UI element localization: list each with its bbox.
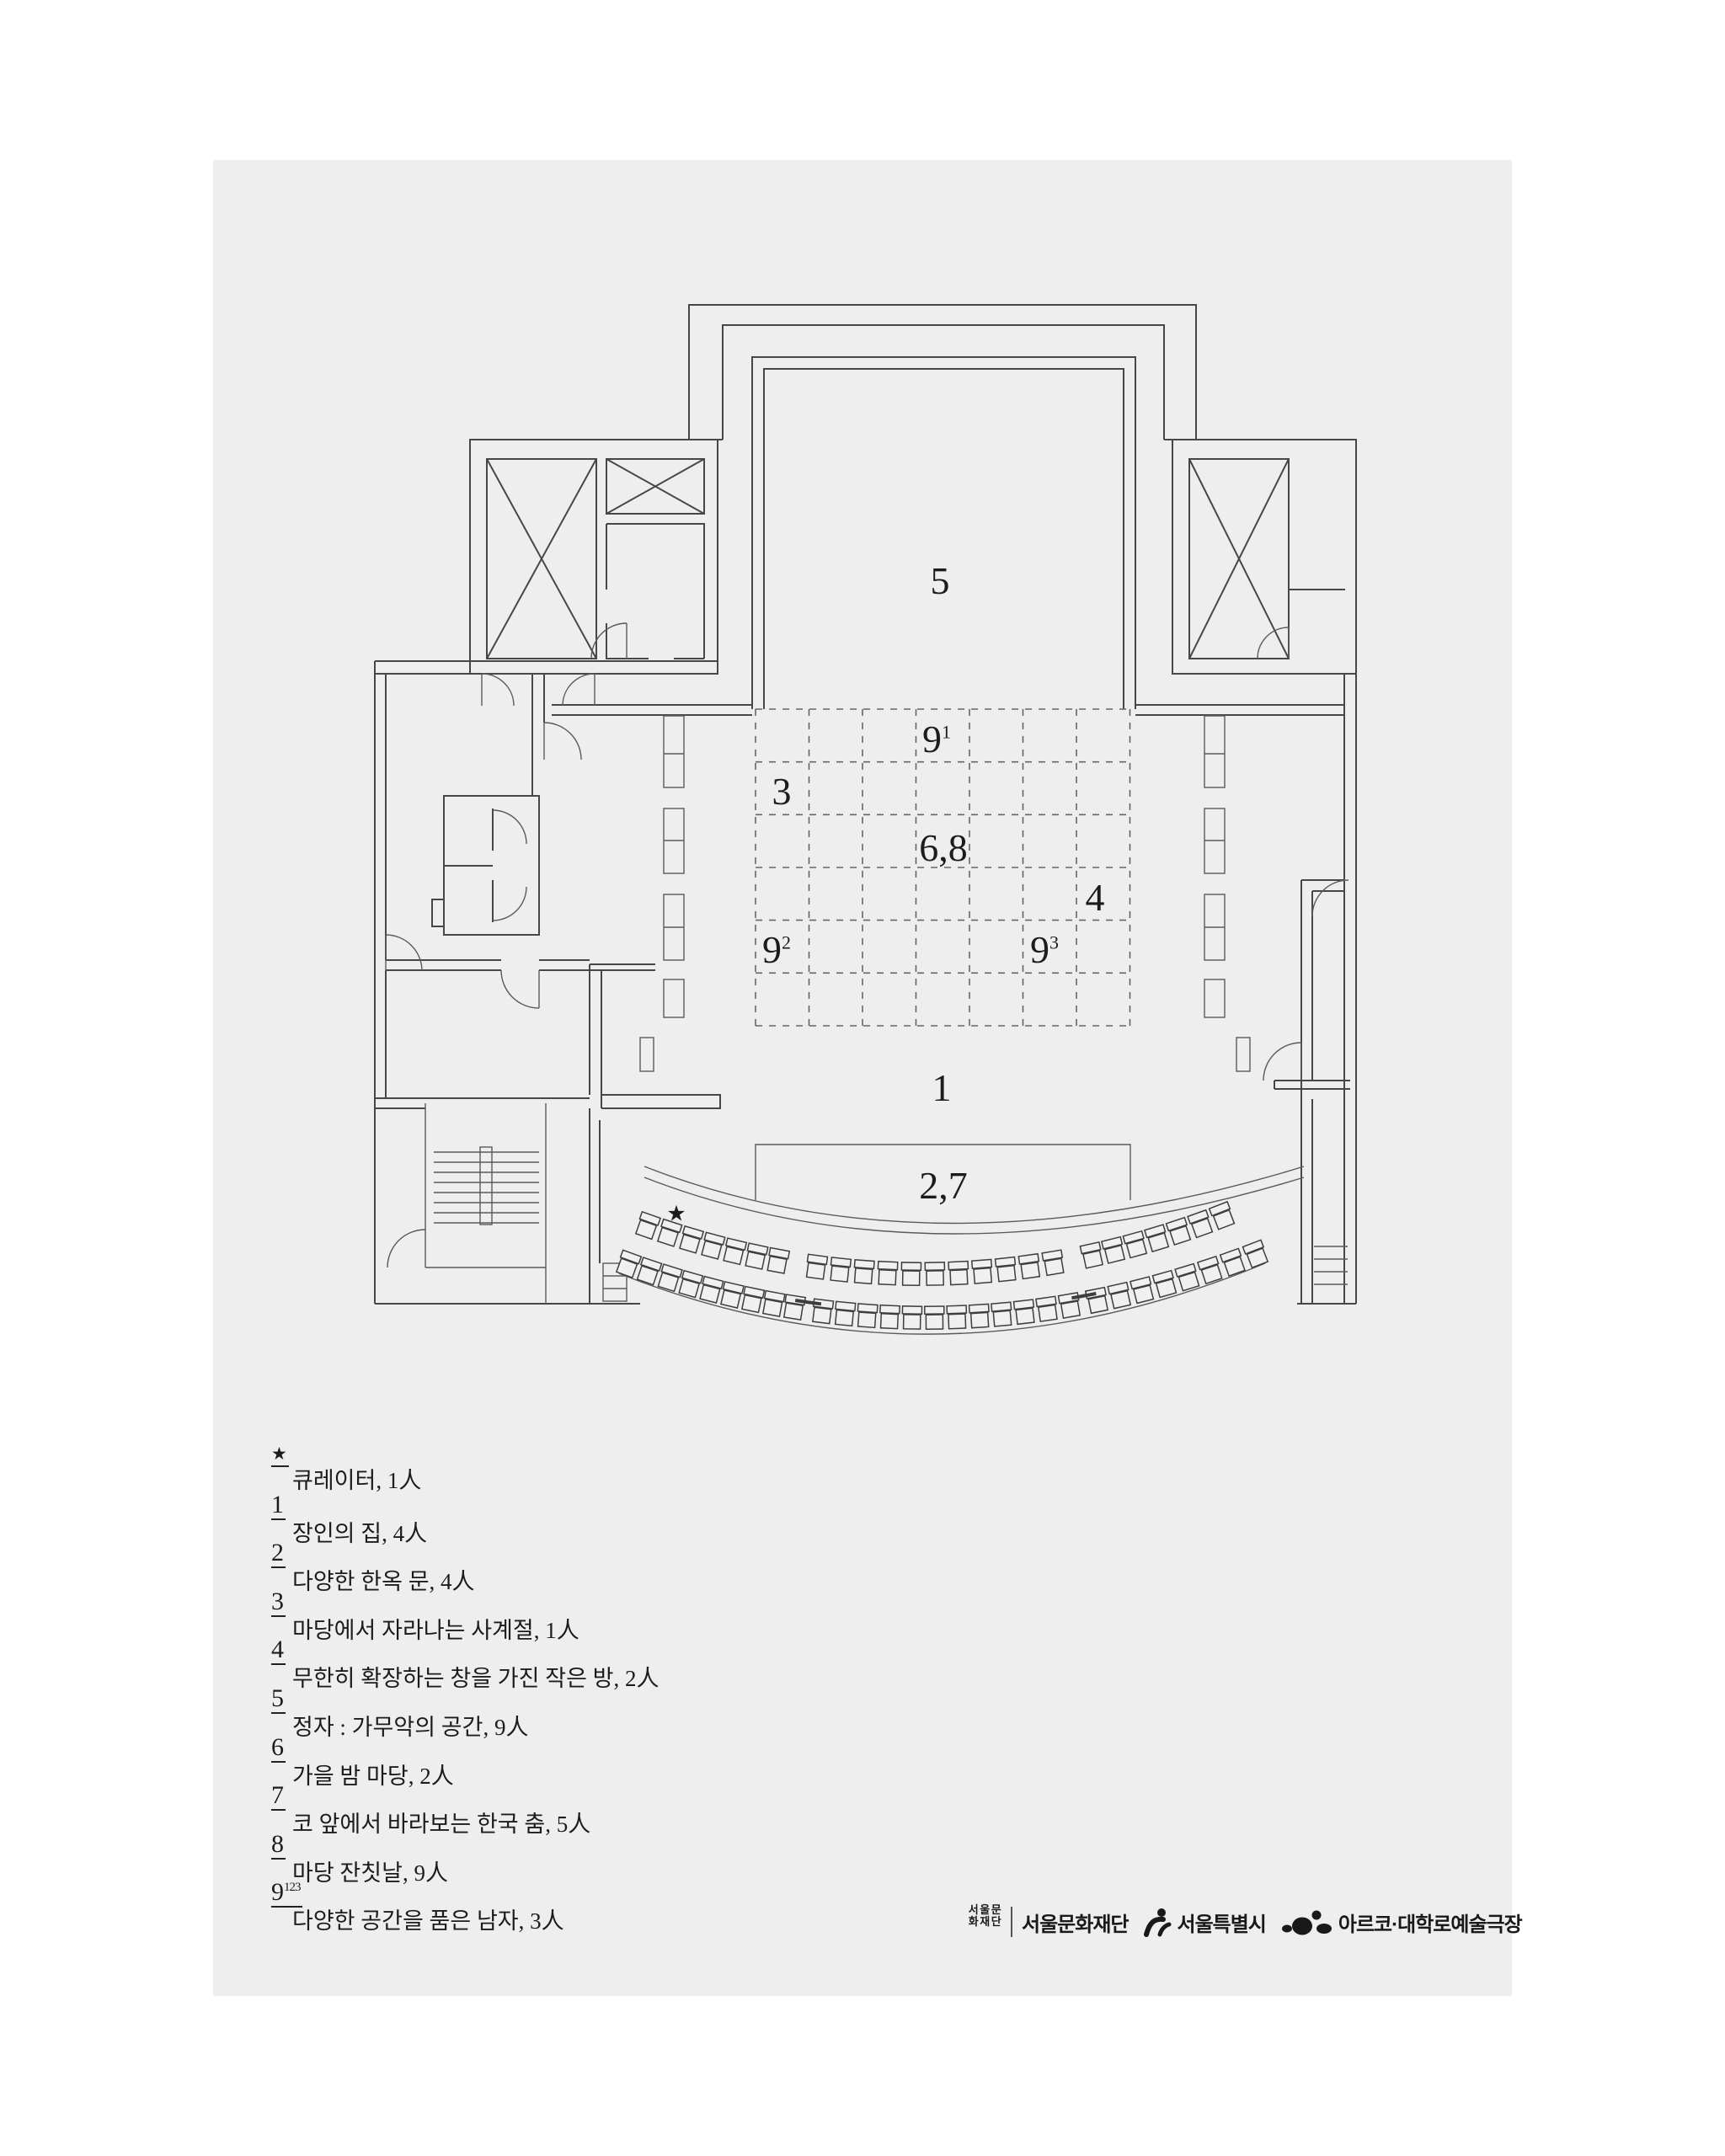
left-wing-walls [374,660,721,1305]
room-number: 2,7 [919,1164,968,1207]
stage-grid [755,708,1131,1027]
room-number: ★ [666,1201,686,1226]
room-9-2: 92 [762,931,791,969]
legend-marker-text: 7 [271,1781,284,1810]
room-number: 3 [772,770,792,813]
room-9-1: 91 [922,720,951,759]
right-tower [1172,439,1357,675]
seoul-label: 서울특별시 [1177,1913,1266,1936]
legend-label: 장인의 집, 4人 [292,1520,428,1546]
legend-marker: 9123 [271,1880,302,1908]
sfac-label: 서울문화재단 [1022,1913,1129,1936]
legend-item: 1 장인의 집, 4人 [271,1492,660,1545]
sfac-seal-logo: 서울문화재단 [968,1903,1003,1928]
legend-marker: 1 [271,1492,286,1520]
legend-marker: 5 [271,1684,286,1714]
legend-marker-text: 6 [271,1732,284,1761]
legend-marker-text: 8 [271,1829,284,1858]
legend-item: 7 코 앞에서 바라보는 한국 춤, 5人 [271,1781,660,1837]
legend-item: 4 무한히 확장하는 창을 가진 작은 방, 2人 [271,1636,660,1691]
right-mini-stairs [1314,1246,1348,1285]
room-5: 5 [931,562,950,600]
legend-label: 무한히 확장하는 창을 가진 작은 방, 2人 [292,1666,660,1692]
room-number: 9 [922,718,942,760]
arko-dots-icon [1281,1910,1332,1935]
room-number-sup: 2 [782,931,791,953]
legend-marker-text: 2 [271,1539,284,1567]
legend-label: 큐레이터, 1人 [292,1468,422,1493]
audience-seats [615,1200,1269,1330]
legend-item: ★ 큐레이터, 1人 [271,1444,660,1492]
legend-marker: ★ [271,1444,289,1467]
legend-item: 2 다양한 한옥 문, 4人 [271,1539,660,1594]
room-number: 9 [762,928,782,971]
legend-marker: 6 [271,1732,286,1763]
legend-item: 8 마당 잔칫날, 9人 [271,1829,660,1885]
legend-label: 다양한 한옥 문, 4人 [292,1569,475,1595]
legend-marker-text: 9 [271,1878,284,1907]
room-number-sup: 1 [942,721,951,743]
legend-item: 6 가을 밤 마당, 2人 [271,1732,660,1788]
right-wing-walls [1274,674,1357,1305]
legend-label: 마당 잔칫날, 9人 [292,1860,448,1886]
room-number: 6,8 [919,826,968,869]
legend-label: 가을 밤 마당, 2人 [292,1763,454,1789]
footer-divider [1011,1907,1012,1937]
legend: ★ 큐레이터, 1人 1 장인의 집, 4人 2 다양한 한옥 문, 4人 3 … [271,1444,660,1934]
room-2-7: 2,7 [919,1166,968,1205]
stage-house-walls [552,304,1344,716]
left-tower [469,439,718,675]
seoul-city-icon [1144,1908,1172,1937]
legend-marker-text: 4 [271,1636,284,1664]
room-1: 1 [932,1069,952,1107]
room-number: 1 [932,1066,952,1109]
footer-logos: 서울문화재단 서울문화재단 서울특별시 아르코·대학로예술극장 [965,1900,1523,1944]
legend-label: 다양한 공간을 품은 남자, 3人 [292,1908,564,1935]
staircase [387,1103,628,1304]
legend-item: 9123 다양한 공간을 품은 남자, 3人 [271,1880,660,1934]
legend-marker: 4 [271,1636,286,1666]
arko-label: 아르코·대학로예술극장 [1338,1913,1523,1936]
room-number: 9 [1030,928,1049,971]
room-number: 4 [1085,876,1105,919]
wing-panel-boxes [639,715,1251,1072]
legend-marker-text: ★ [271,1444,287,1464]
legend-marker: 8 [271,1829,286,1860]
legend-label: 마당에서 자라나는 사계절, 1人 [292,1617,579,1643]
legend-label: 정자 : 가무악의 공간, 9人 [292,1714,529,1740]
plan-panel [213,160,1512,1996]
legend-marker: 2 [271,1539,286,1569]
stage-front [618,1144,1305,1335]
room-number: 5 [930,559,950,602]
room-6-8: 6,8 [919,829,968,867]
legend-marker-text: 5 [271,1684,284,1712]
room-3: 3 [772,772,792,811]
legend-item: 5 정자 : 가무악의 공간, 9人 [271,1684,660,1739]
curator-star: ★ [666,1198,686,1225]
legend-marker-sup: 123 [284,1881,301,1895]
legend-marker: 7 [271,1781,286,1812]
room-9-3: 93 [1030,931,1059,969]
door-arcs [385,622,1349,1081]
legend-marker-text: 3 [271,1587,284,1615]
legend-marker: 3 [271,1587,286,1617]
room-number-sup: 3 [1049,931,1059,953]
legend-label: 코 앞에서 바라보는 한국 춤, 5人 [292,1812,591,1838]
room-4: 4 [1086,878,1105,917]
legend-item: 3 마당에서 자라나는 사계절, 1人 [271,1587,660,1642]
legend-marker-text: 1 [271,1490,284,1518]
